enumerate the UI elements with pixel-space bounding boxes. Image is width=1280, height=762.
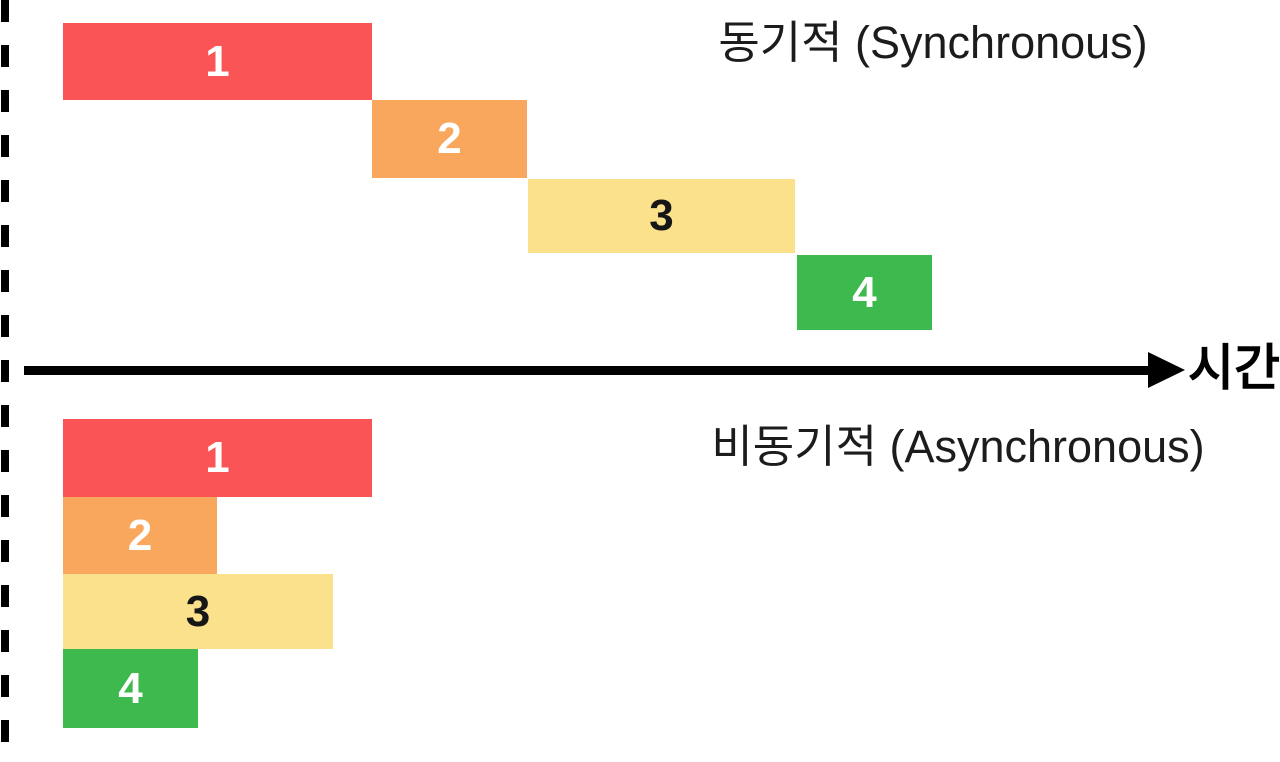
sync-task-3-number: 3 <box>649 191 674 240</box>
async-task-4-number: 4 <box>118 663 143 713</box>
async-task-bar-4: 4 <box>63 649 198 728</box>
time-axis-label: 시간 <box>1188 340 1280 396</box>
sync-task-bar-4: 4 <box>797 255 932 330</box>
sync-task-bar-2: 2 <box>372 100 527 178</box>
async-task-1-number: 1 <box>205 433 230 482</box>
sync-task-1-number: 1 <box>205 36 230 86</box>
sync-task-2-number: 2 <box>437 114 462 163</box>
sync-task-bar-1: 1 <box>63 23 372 100</box>
async-task-2-number: 2 <box>127 510 153 560</box>
sync-task-4-number: 4 <box>852 267 877 317</box>
async-task-bar-3: 3 <box>63 574 333 649</box>
async-task-bar-1: 1 <box>63 419 372 497</box>
sync-section-title: 동기적 (Synchronous) <box>718 17 1148 68</box>
async-task-3-number: 3 <box>185 586 211 636</box>
time-zero-dashed-line <box>1 0 9 762</box>
time-axis-line <box>24 366 1152 375</box>
time-axis-arrowhead-icon <box>1148 352 1185 388</box>
async-section-title: 비동기적 (Asynchronous) <box>711 421 1205 472</box>
async-task-bar-2: 2 <box>63 497 217 574</box>
sync-task-bar-3: 3 <box>528 179 795 253</box>
